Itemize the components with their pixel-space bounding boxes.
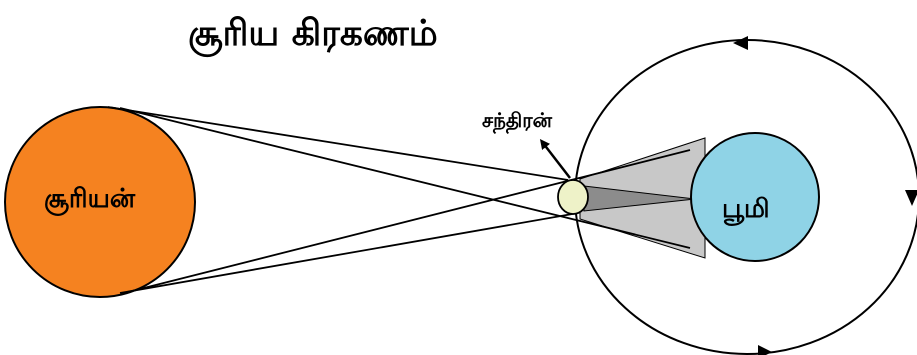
moon-label: சந்திரன் [482, 108, 553, 134]
moon-pointer-arrow [539, 139, 571, 179]
sun-ray-top-outer [107, 106, 569, 181]
sun-label: சூரியன் [44, 184, 136, 216]
orbit-arrow-right-icon [905, 190, 917, 206]
earth [690, 132, 820, 262]
orbit-arrow-bottom-icon [758, 345, 772, 355]
moon [557, 179, 589, 215]
sun [4, 106, 196, 298]
orbit-arrow-top-icon [733, 36, 748, 50]
sun-ray-cross-up [127, 149, 691, 293]
earth-label: பூமி [722, 194, 770, 226]
diagram-title: சூரிய கிரகணம் [188, 13, 438, 57]
sun-ray-bottom-outer [119, 212, 579, 294]
sun-ray-cross-down [119, 107, 691, 249]
